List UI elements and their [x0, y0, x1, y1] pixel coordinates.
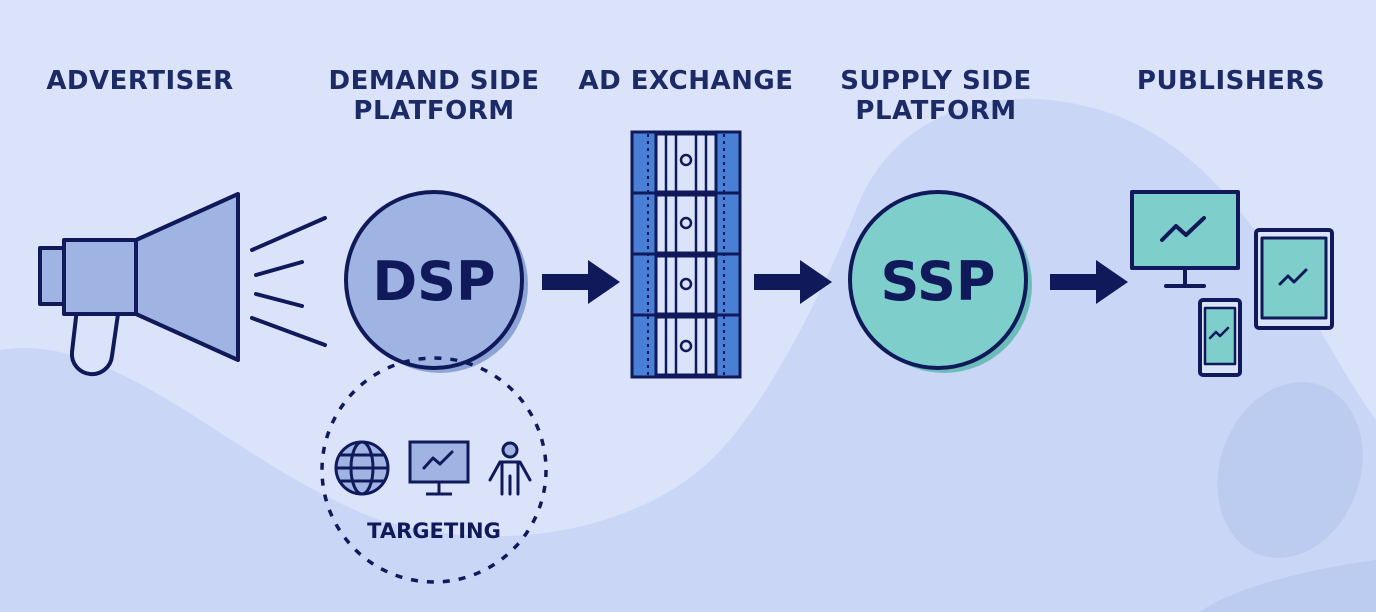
rack-bars	[664, 134, 708, 375]
dsp-circle	[344, 190, 524, 370]
rack-nodes	[679, 153, 693, 353]
ssp-node: SSP	[848, 190, 1032, 373]
heading-line: PLATFORM	[353, 96, 515, 126]
monitor-icon	[1130, 190, 1240, 288]
background-blob-corner	[1200, 560, 1376, 612]
server-rack-icon	[630, 130, 742, 379]
dsp-node: DSP	[344, 190, 528, 373]
sound-line-4	[250, 316, 327, 347]
sound-line-2	[254, 260, 304, 277]
dsp-label: DSP	[372, 250, 495, 313]
targeting-dashed-circle	[320, 356, 548, 584]
rack-dashes	[647, 134, 725, 375]
megaphone-icon	[38, 192, 327, 377]
globe-icon	[334, 440, 390, 496]
heading-line: PLATFORM	[855, 96, 1017, 126]
ssp-label: SSP	[881, 250, 996, 313]
person-icon	[488, 441, 532, 496]
background-blob-large	[0, 98, 1376, 612]
tablet-icon	[1254, 228, 1334, 330]
ssp-circle	[848, 190, 1028, 370]
background-blob-small	[1217, 382, 1363, 558]
heading-publishers: PUBLISHERS	[1124, 66, 1338, 96]
sound-line-1	[250, 216, 327, 252]
heading-line: AD EXCHANGE	[578, 66, 794, 96]
heading-line: DEMAND SIDE	[328, 66, 540, 96]
heading-exchange: AD EXCHANGE	[566, 66, 806, 96]
heading-line: PUBLISHERS	[1136, 66, 1326, 96]
monitor-chart-icon	[408, 440, 470, 496]
heading-line: SUPPLY SIDE	[840, 66, 1032, 96]
heading-ssp: SUPPLY SIDE PLATFORM	[820, 66, 1052, 126]
publisher-devices	[1130, 190, 1334, 377]
megaphone-handle	[69, 298, 122, 377]
sound-line-3	[254, 292, 304, 308]
background-shapes	[0, 98, 1376, 612]
heading-dsp: DEMAND SIDE PLATFORM	[314, 66, 554, 126]
arrow-right-icon	[542, 260, 620, 304]
heading-line: ADVERTISER	[46, 66, 234, 96]
targeting-label: TARGETING	[367, 519, 501, 543]
targeting-group: TARGETING	[320, 356, 548, 584]
arrow-right-icon	[1050, 260, 1128, 304]
heading-advertiser: ADVERTISER	[40, 66, 240, 96]
arrow-right-icon	[754, 260, 832, 304]
megaphone-cone	[134, 192, 240, 362]
megaphone-body	[62, 238, 138, 316]
phone-icon	[1198, 298, 1242, 377]
flow-arrows	[542, 260, 1128, 304]
